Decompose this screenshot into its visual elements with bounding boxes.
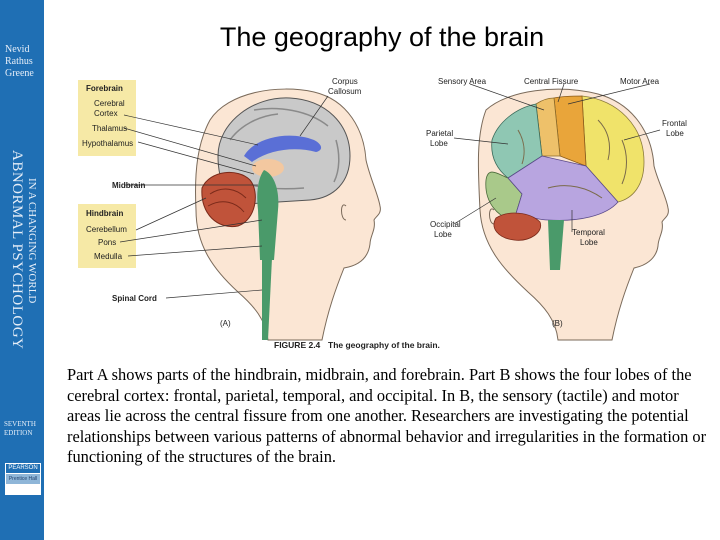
- thalamus-shape: [252, 159, 284, 177]
- book-edition: SEVENTH EDITION: [4, 420, 36, 438]
- brain-figure: Forebrain Cerebral Cortex Thalamus Hypot…: [78, 70, 708, 360]
- temporal-label-2: Lobe: [580, 238, 598, 247]
- motor-area-shape: [553, 95, 587, 167]
- cerebellum-b-shape: [493, 212, 542, 241]
- gyri-b: [517, 119, 627, 199]
- book-subtitle: IN A CHANGING WORLD: [26, 178, 38, 304]
- figure-number: FIGURE 2.4: [274, 340, 321, 350]
- brain-figure-svg: Forebrain Cerebral Cortex Thalamus Hypot…: [78, 77, 687, 350]
- panel-a-leaders: [119, 95, 329, 299]
- gyri-a: [229, 107, 340, 190]
- publisher-logo: PEARSON Prentice Hall: [5, 463, 41, 495]
- cerebellum-folds: [207, 188, 247, 213]
- forebrain-label: Forebrain: [86, 84, 123, 93]
- occipital-label-1: Occipital: [430, 220, 461, 229]
- slide-caption: Part A shows parts of the hindbrain, mid…: [67, 365, 707, 467]
- pons-label: Pons: [98, 238, 116, 247]
- midbrain-label: Midbrain: [112, 181, 145, 190]
- edition-line-1: SEVENTH: [4, 420, 36, 428]
- corpus-label-2: Callosum: [328, 87, 362, 96]
- panel-b-label: (B): [552, 319, 563, 328]
- ear-a: [341, 204, 347, 221]
- cerebellum-shape: [201, 171, 256, 228]
- thalamus-label: Thalamus: [92, 124, 127, 133]
- cerebral-label-2: Cortex: [94, 109, 118, 118]
- spinal-cord-shape: [262, 258, 272, 340]
- parietal-label-1: Parietal: [426, 129, 453, 138]
- motor-area-label: Motor Area: [620, 77, 660, 86]
- edition-line-2: EDITION: [4, 429, 33, 437]
- panel-b-leaders: [453, 83, 661, 232]
- cerebellum-label: Cerebellum: [86, 225, 127, 234]
- panel-a-label: (A): [220, 319, 231, 328]
- hindbrain-label: Hindbrain: [86, 209, 123, 218]
- parietal-label-2: Lobe: [430, 139, 448, 148]
- corpus-callosum-shape: [244, 135, 322, 162]
- spinal-cord-label: Spinal Cord: [112, 294, 157, 303]
- book-authors: Nevid Rathus Greene: [5, 44, 34, 80]
- ear-b: [489, 208, 495, 225]
- author-3: Greene: [5, 68, 34, 79]
- panel-a: Forebrain Cerebral Cortex Thalamus Hypot…: [78, 77, 381, 341]
- temporal-label-1: Temporal: [572, 228, 605, 237]
- sensory-area-shape: [535, 97, 561, 157]
- book-sidebar: Nevid Rathus Greene ABNORMAL PSYCHOLOGY …: [0, 0, 44, 540]
- frontal-lobe-shape: [581, 95, 645, 203]
- author-1: Nevid: [5, 44, 30, 55]
- medulla-label: Medulla: [94, 252, 123, 261]
- author-2: Rathus: [5, 56, 33, 67]
- frontal-label-2: Lobe: [666, 129, 684, 138]
- slide-title: The geography of the brain: [219, 22, 545, 52]
- forebrain-label-box: [78, 80, 136, 156]
- cerebral-label-1: Cerebral: [94, 99, 125, 108]
- hindbrain-label-box: [78, 204, 136, 268]
- hypothalamus-label: Hypothalamus: [82, 139, 133, 148]
- book-title: ABNORMAL PSYCHOLOGY: [9, 150, 25, 350]
- frontal-label-1: Frontal: [662, 119, 687, 128]
- occipital-label-2: Lobe: [434, 230, 452, 239]
- figure-caption-text: The geography of the brain.: [328, 340, 440, 350]
- panel-b: Sensory Area Central Fissure Motor Area …: [426, 77, 687, 341]
- central-fissure-label: Central Fissure: [524, 77, 579, 86]
- corpus-label-1: Corpus: [332, 77, 358, 86]
- sensory-area-label: Sensory Area: [438, 77, 487, 86]
- brainstem-b-shape: [548, 220, 564, 270]
- brainstem-shape: [257, 170, 279, 260]
- publisher-name: PEARSON: [6, 464, 40, 473]
- publisher-imprint: Prentice Hall: [6, 474, 40, 484]
